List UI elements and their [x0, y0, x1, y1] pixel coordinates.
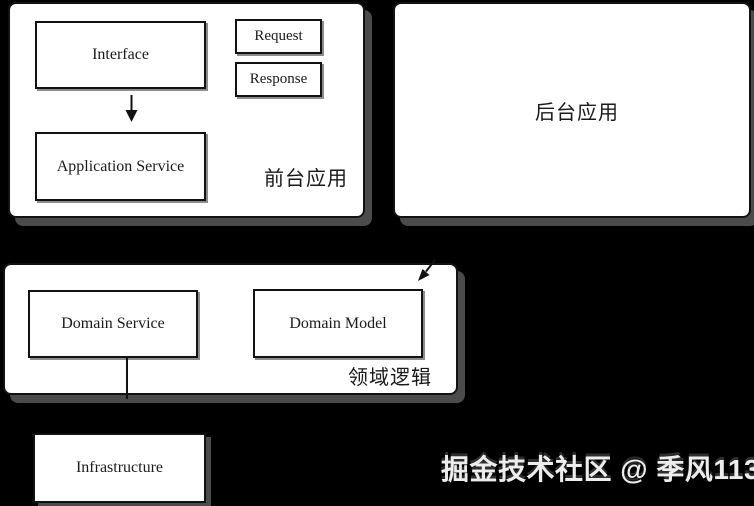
request-label: Request	[254, 28, 303, 44]
infrastructure-box: Infrastructure	[33, 433, 206, 503]
application-service-label: Application Service	[56, 157, 185, 175]
response-box: Response	[235, 62, 322, 97]
frontend-panel-label: 前台应用	[264, 168, 348, 190]
domain-model-label: Domain Model	[289, 314, 387, 332]
watermark-text: 掘金技术社区 @ 季风1132	[441, 454, 754, 485]
panel-backend-app: 后台应用	[393, 2, 751, 218]
interface-box: Interface	[35, 21, 206, 89]
backend-panel-label: 后台应用	[535, 102, 619, 124]
infrastructure-label: Infrastructure	[75, 459, 164, 476]
interface-label: Interface	[92, 46, 149, 63]
response-label: Response	[249, 71, 308, 87]
request-box: Request	[235, 19, 322, 54]
domain-service-box: Domain Service	[28, 290, 198, 358]
domain-service-label: Domain Service	[61, 315, 165, 332]
domain-model-box: Domain Model	[253, 289, 423, 358]
panel-domain-logic: Domain Service Domain Model 领域逻辑	[3, 263, 458, 395]
panel-frontend-app: Interface Application Service Request Re…	[8, 2, 365, 218]
domain-panel-label: 领域逻辑	[348, 367, 432, 389]
application-service-box: Application Service	[35, 132, 206, 201]
